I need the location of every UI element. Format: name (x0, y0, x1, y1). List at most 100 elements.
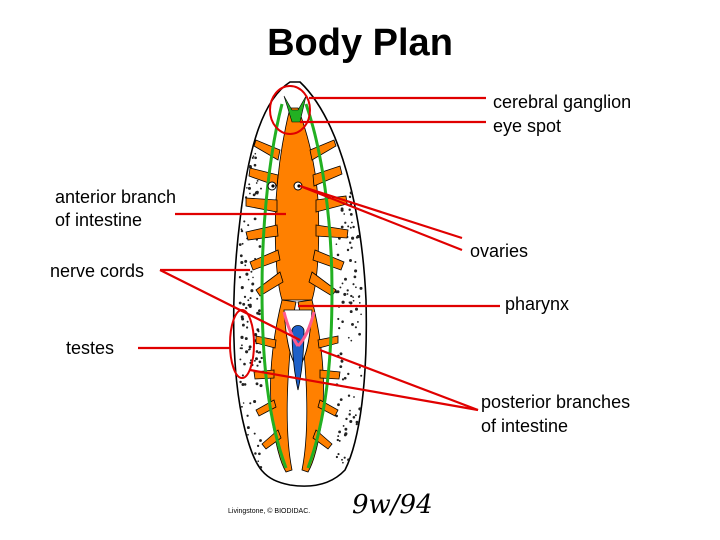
testis-dot (238, 243, 242, 246)
testis-dot (354, 260, 357, 264)
testis-dot (336, 253, 340, 257)
testis-dot (248, 454, 251, 457)
testis-dot (254, 152, 257, 155)
testis-dot (335, 455, 339, 459)
testis-dot (336, 438, 339, 442)
testis-dot (244, 259, 248, 263)
testis-dot (246, 187, 248, 189)
testis-dot (240, 229, 244, 233)
testis-dot (247, 299, 250, 302)
testis-dot (353, 396, 355, 398)
testis-dot (260, 187, 262, 190)
testis-dot (359, 286, 363, 290)
testis-dot (243, 295, 247, 299)
testis-dot (356, 320, 359, 323)
testis-dot (253, 217, 257, 221)
testis-dot (249, 297, 252, 300)
testis-dot (348, 195, 352, 199)
testis-dot (253, 163, 257, 167)
testis-dot (245, 272, 249, 276)
testis-dot (352, 299, 355, 302)
testis-dot (339, 398, 343, 401)
testis-dot (344, 427, 348, 431)
testis-dot (258, 360, 262, 364)
testis-dot (249, 192, 251, 195)
testis-dot (239, 254, 243, 258)
testis-dot (241, 460, 244, 463)
testis-dot (242, 175, 245, 178)
testis-dot (251, 282, 255, 286)
testis-dot (340, 208, 344, 212)
testis-dot (242, 171, 245, 175)
label-posterior-line2: of intestine (481, 416, 569, 436)
testis-dot (358, 188, 361, 192)
testis-dot (254, 333, 258, 337)
label-posterior-line1: posterior branches (481, 392, 631, 412)
testis-dot (241, 155, 245, 158)
label-cerebral-ganglion: cerebral ganglion (493, 92, 632, 112)
testis-dot (245, 452, 248, 456)
testis-dot (242, 302, 246, 306)
testis-dot (256, 444, 260, 448)
testis-dot (242, 402, 245, 404)
testis-dot (243, 173, 245, 176)
testis-dot (355, 422, 358, 426)
testis-dot (337, 403, 340, 407)
testis-dot (255, 182, 258, 184)
testis-dot (247, 278, 250, 281)
artist-signature: 9w/94 (352, 490, 433, 520)
testis-dot (240, 335, 244, 339)
testis-dot (354, 150, 358, 153)
testis-dot (340, 359, 343, 362)
label-nerve-cords: nerve cords (50, 261, 145, 281)
testis-dot (337, 435, 340, 438)
testis-dot (357, 189, 359, 192)
testis-dot (343, 433, 347, 437)
label-eye-spot: eye spot (493, 116, 562, 136)
testis-dot (349, 259, 352, 262)
testis-dot (339, 365, 343, 368)
testis-dot (250, 270, 253, 273)
testis-dot (255, 357, 258, 361)
testis-dot (240, 461, 244, 465)
testis-dot (353, 158, 356, 161)
testis-dot (343, 292, 347, 296)
testis-dot (359, 458, 362, 461)
testis-dot (255, 350, 259, 353)
testis-dot (355, 236, 359, 239)
testis-dot (239, 347, 242, 350)
testis-dot (252, 155, 255, 158)
testis-dot (243, 220, 246, 223)
testis-dot (338, 439, 341, 442)
testis-dot (352, 296, 354, 298)
testis-dot (347, 372, 350, 376)
label-pharynx: pharynx (505, 294, 570, 314)
testis-dot (247, 186, 252, 190)
testis-dot (350, 294, 353, 298)
testis-dot (343, 213, 346, 215)
nerve-cords (260, 103, 334, 469)
testis-dot (258, 245, 262, 248)
testis-dot (258, 452, 261, 456)
testis-dot (349, 310, 353, 314)
testis-dot (241, 374, 244, 377)
testis-dot (256, 297, 259, 300)
testis-dot (258, 312, 261, 316)
testis-dot (247, 433, 249, 436)
testis-dot (240, 344, 243, 347)
label-testes: testes (66, 338, 115, 358)
testis-dot (352, 225, 355, 229)
testis-dot (358, 366, 361, 369)
testis-dot (251, 156, 254, 159)
testis-dot (240, 171, 244, 174)
testis-dot (339, 352, 343, 356)
testis-dot (338, 326, 341, 330)
testis-dot (341, 320, 344, 323)
testis-dot (257, 330, 260, 333)
testis-dot (347, 336, 350, 339)
testis-dot (246, 320, 249, 323)
testis-dot (341, 300, 345, 304)
testis-dot (248, 345, 252, 349)
testis-dot (341, 458, 343, 461)
testis-dot (241, 383, 245, 386)
